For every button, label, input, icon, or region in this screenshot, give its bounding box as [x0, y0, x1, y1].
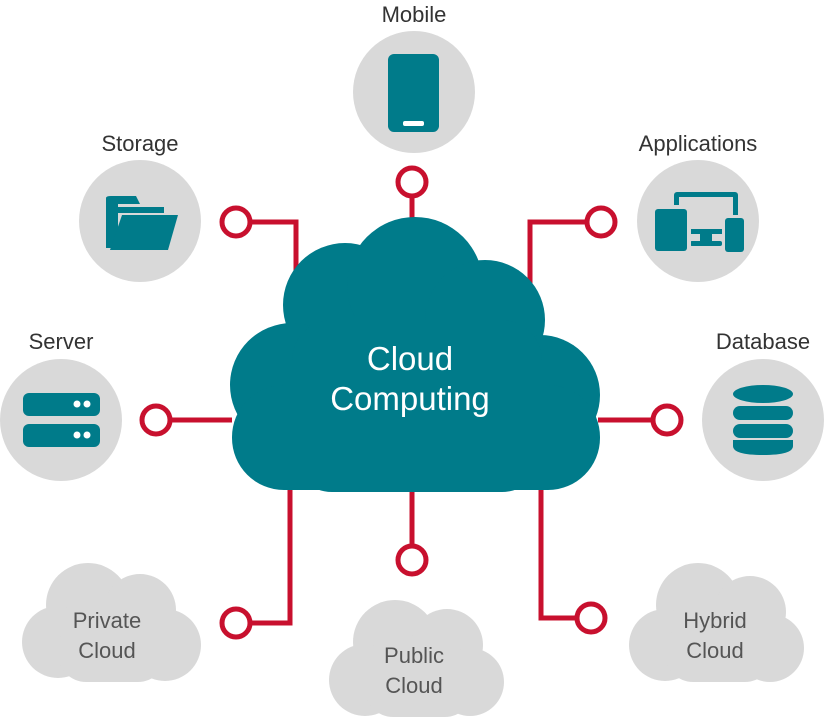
cloud-public: Public Cloud	[329, 600, 504, 717]
node-storage: Storage	[79, 131, 201, 282]
hybrid-cloud-label-line1: Hybrid	[683, 608, 747, 633]
node-server: Server	[0, 329, 122, 481]
node-mobile: Mobile	[353, 2, 475, 153]
public-cloud-label-line2: Cloud	[385, 673, 442, 698]
folder-icon	[106, 196, 178, 250]
connector-rings	[139, 165, 684, 640]
mobile-label: Mobile	[382, 2, 447, 27]
hybrid-cloud-shape	[629, 563, 804, 682]
ring-public-cloud	[395, 543, 429, 577]
ring-mobile	[395, 165, 429, 199]
private-cloud-label-line1: Private	[73, 608, 141, 633]
ring-applications	[584, 205, 618, 239]
private-cloud-shape	[22, 563, 201, 682]
server-label: Server	[29, 329, 94, 354]
devices-icon	[651, 192, 747, 255]
database-label: Database	[716, 329, 810, 354]
ring-private-cloud	[219, 606, 253, 640]
cloud-private: Private Cloud	[22, 563, 201, 682]
node-database: Database	[702, 329, 824, 481]
connector-private-cloud	[252, 485, 293, 626]
node-applications: Applications	[637, 131, 759, 282]
central-cloud: Cloud Computing	[230, 217, 600, 492]
public-cloud-shape	[329, 600, 504, 717]
connector-storage	[252, 219, 299, 282]
center-title-line2: Computing	[330, 380, 490, 417]
database-icon	[733, 385, 793, 455]
applications-label: Applications	[639, 131, 758, 156]
ring-server	[139, 403, 173, 437]
connector-applications	[527, 219, 586, 290]
connector-hybrid-cloud	[538, 488, 575, 621]
public-cloud-label-line1: Public	[384, 643, 444, 668]
cloud-hybrid: Hybrid Cloud	[629, 563, 804, 682]
connectors	[170, 196, 652, 626]
ring-hybrid-cloud	[574, 601, 608, 635]
mobile-phone-icon	[388, 54, 439, 132]
cloud-shape	[230, 217, 600, 492]
server-bubble	[0, 359, 122, 481]
center-title-line1: Cloud	[367, 340, 453, 377]
ring-storage	[219, 205, 253, 239]
server-icon	[23, 393, 100, 447]
hybrid-cloud-label-line2: Cloud	[686, 638, 743, 663]
ring-database	[650, 403, 684, 437]
storage-label: Storage	[101, 131, 178, 156]
private-cloud-label-line2: Cloud	[78, 638, 135, 663]
